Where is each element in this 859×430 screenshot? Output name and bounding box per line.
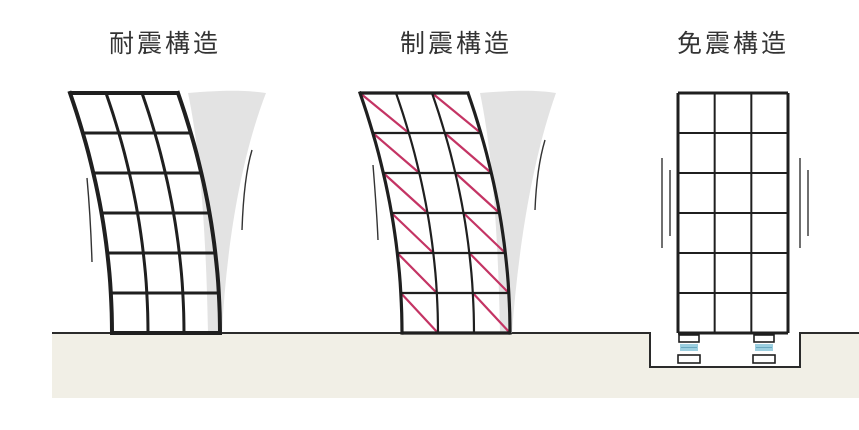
damper-brace xyxy=(472,292,511,334)
damper-brace xyxy=(400,292,439,334)
damper-brace xyxy=(462,212,507,254)
isolator-top-plate xyxy=(753,334,775,343)
vibration-line xyxy=(241,149,253,231)
frame-menshin xyxy=(676,91,790,335)
building-menshin xyxy=(661,91,809,364)
isolator-right xyxy=(752,334,776,364)
damper-brace xyxy=(468,252,510,294)
damper-brace xyxy=(372,132,421,174)
sway-shade-taishin xyxy=(188,90,266,333)
damper-brace xyxy=(390,212,435,254)
damper-brace xyxy=(444,132,493,174)
damper-brace xyxy=(382,172,429,214)
damper-brace xyxy=(359,92,410,134)
vibration-line xyxy=(372,164,379,241)
label-taishin: 耐震構造 xyxy=(108,29,222,58)
frame-seishin xyxy=(357,90,512,335)
ground-line xyxy=(52,332,859,368)
ground xyxy=(52,333,859,398)
sway-shade-seishin xyxy=(480,90,556,333)
building-seishin xyxy=(357,90,556,335)
vibration-line xyxy=(86,177,93,263)
isolator-bottom-plate xyxy=(752,354,776,364)
label-seishin: 制震構造 xyxy=(399,29,513,58)
isolator-left xyxy=(677,334,701,364)
frame-taishin xyxy=(67,90,223,336)
isolator-top-plate xyxy=(678,334,700,343)
vibration-line xyxy=(534,139,546,211)
damper-brace xyxy=(396,252,438,294)
label-menshin: 免震構造 xyxy=(676,29,790,58)
isolator-bottom-plate xyxy=(677,354,701,364)
damper-brace xyxy=(454,172,501,214)
building-taishin xyxy=(67,90,266,336)
damper-brace xyxy=(431,92,482,134)
braces-seishin xyxy=(359,92,511,334)
